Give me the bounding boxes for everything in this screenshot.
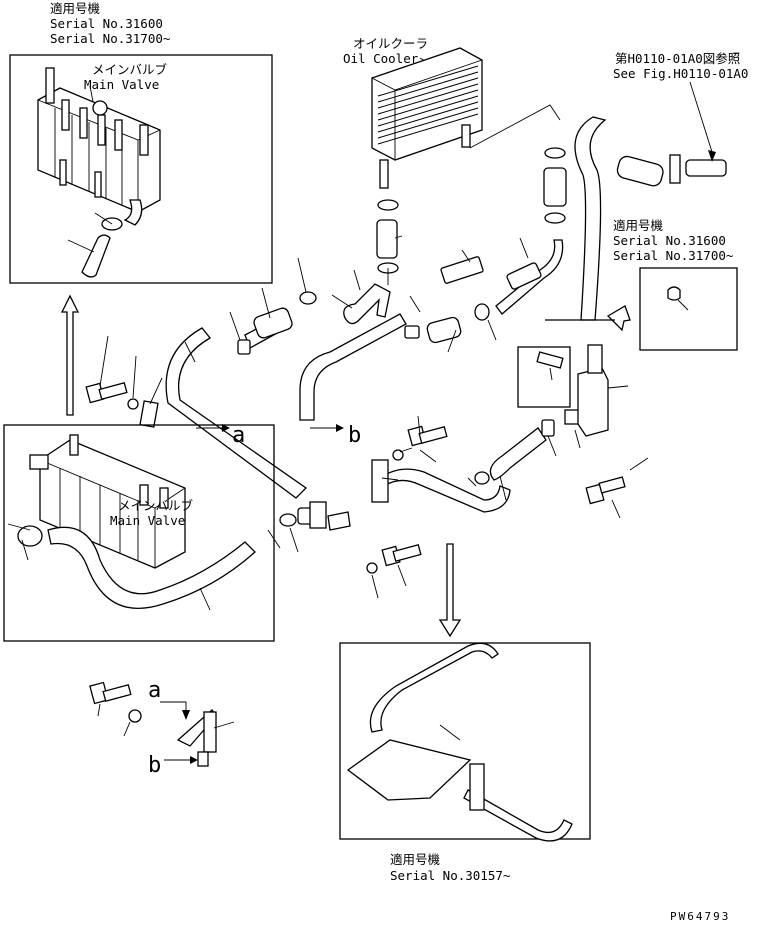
right-serial-1: Serial No.31600 bbox=[613, 233, 726, 248]
arrow-up bbox=[60, 294, 80, 416]
fitting-inset-frame bbox=[517, 346, 571, 408]
top-left-valve-jp: メインバルブ bbox=[92, 62, 168, 77]
lower-left-inset: メインバルブ Main Valve bbox=[3, 424, 275, 642]
oil-cooler: オイルクーラ Oil Cooler bbox=[343, 36, 561, 189]
top-left-valve-en: Main Valve bbox=[84, 77, 159, 92]
bottom-applicable-jp: 適用号機 bbox=[390, 852, 441, 867]
bracket-detail: a b bbox=[89, 678, 235, 778]
right-applicable-frame bbox=[639, 267, 738, 351]
top-left-frame bbox=[9, 54, 273, 284]
top-left-applicable-label: 適用号機 bbox=[50, 1, 101, 16]
figure-code: PW64793 bbox=[670, 910, 730, 923]
reference-en: See Fig.H0110-01A0 bbox=[613, 66, 748, 81]
reference-note: 第H0110-01A0図参照 See Fig.H0110-01A0 bbox=[613, 51, 748, 81]
detail-marker-a: a bbox=[148, 678, 161, 703]
middle-pipe-assembly bbox=[85, 291, 629, 574]
oil-cooler-jp: オイルクーラ bbox=[353, 36, 428, 51]
top-left-serial-2: Serial No.31700~ bbox=[50, 31, 170, 46]
right-hoses bbox=[440, 81, 727, 321]
marker-arrows: a b bbox=[196, 423, 361, 448]
top-left-serial-1: Serial No.31600 bbox=[50, 16, 163, 31]
cooler-stack bbox=[343, 199, 403, 325]
main-valve-drawing-top bbox=[37, 67, 161, 226]
lower-left-frame bbox=[3, 424, 275, 642]
marker-a: a bbox=[232, 423, 245, 448]
right-applicable-jp: 適用号機 bbox=[613, 218, 664, 233]
right-serial-2: Serial No.31700~ bbox=[613, 248, 733, 263]
marker-b: b bbox=[348, 423, 361, 448]
top-left-inset: 適用号機 Serial No.31600 Serial No.31700~ メイ… bbox=[9, 1, 273, 284]
arrow-down bbox=[438, 543, 462, 638]
reference-jp: 第H0110-01A0図参照 bbox=[615, 51, 740, 66]
right-applicable: 適用号機 Serial No.31600 Serial No.31700~ bbox=[545, 218, 738, 351]
hose-top-inset bbox=[81, 234, 111, 278]
bottom-frame bbox=[339, 642, 591, 840]
bottom-inset: 適用号機 Serial No.30157~ bbox=[339, 642, 591, 883]
bottom-serial: Serial No.30157~ bbox=[390, 868, 510, 883]
oil-cooler-en: Oil Cooler bbox=[343, 51, 419, 66]
detail-marker-b: b bbox=[148, 753, 161, 778]
lower-valve-jp: メインバルブ bbox=[118, 498, 194, 513]
leader-lines bbox=[99, 237, 649, 599]
lower-valve-en: Main Valve bbox=[110, 513, 185, 528]
